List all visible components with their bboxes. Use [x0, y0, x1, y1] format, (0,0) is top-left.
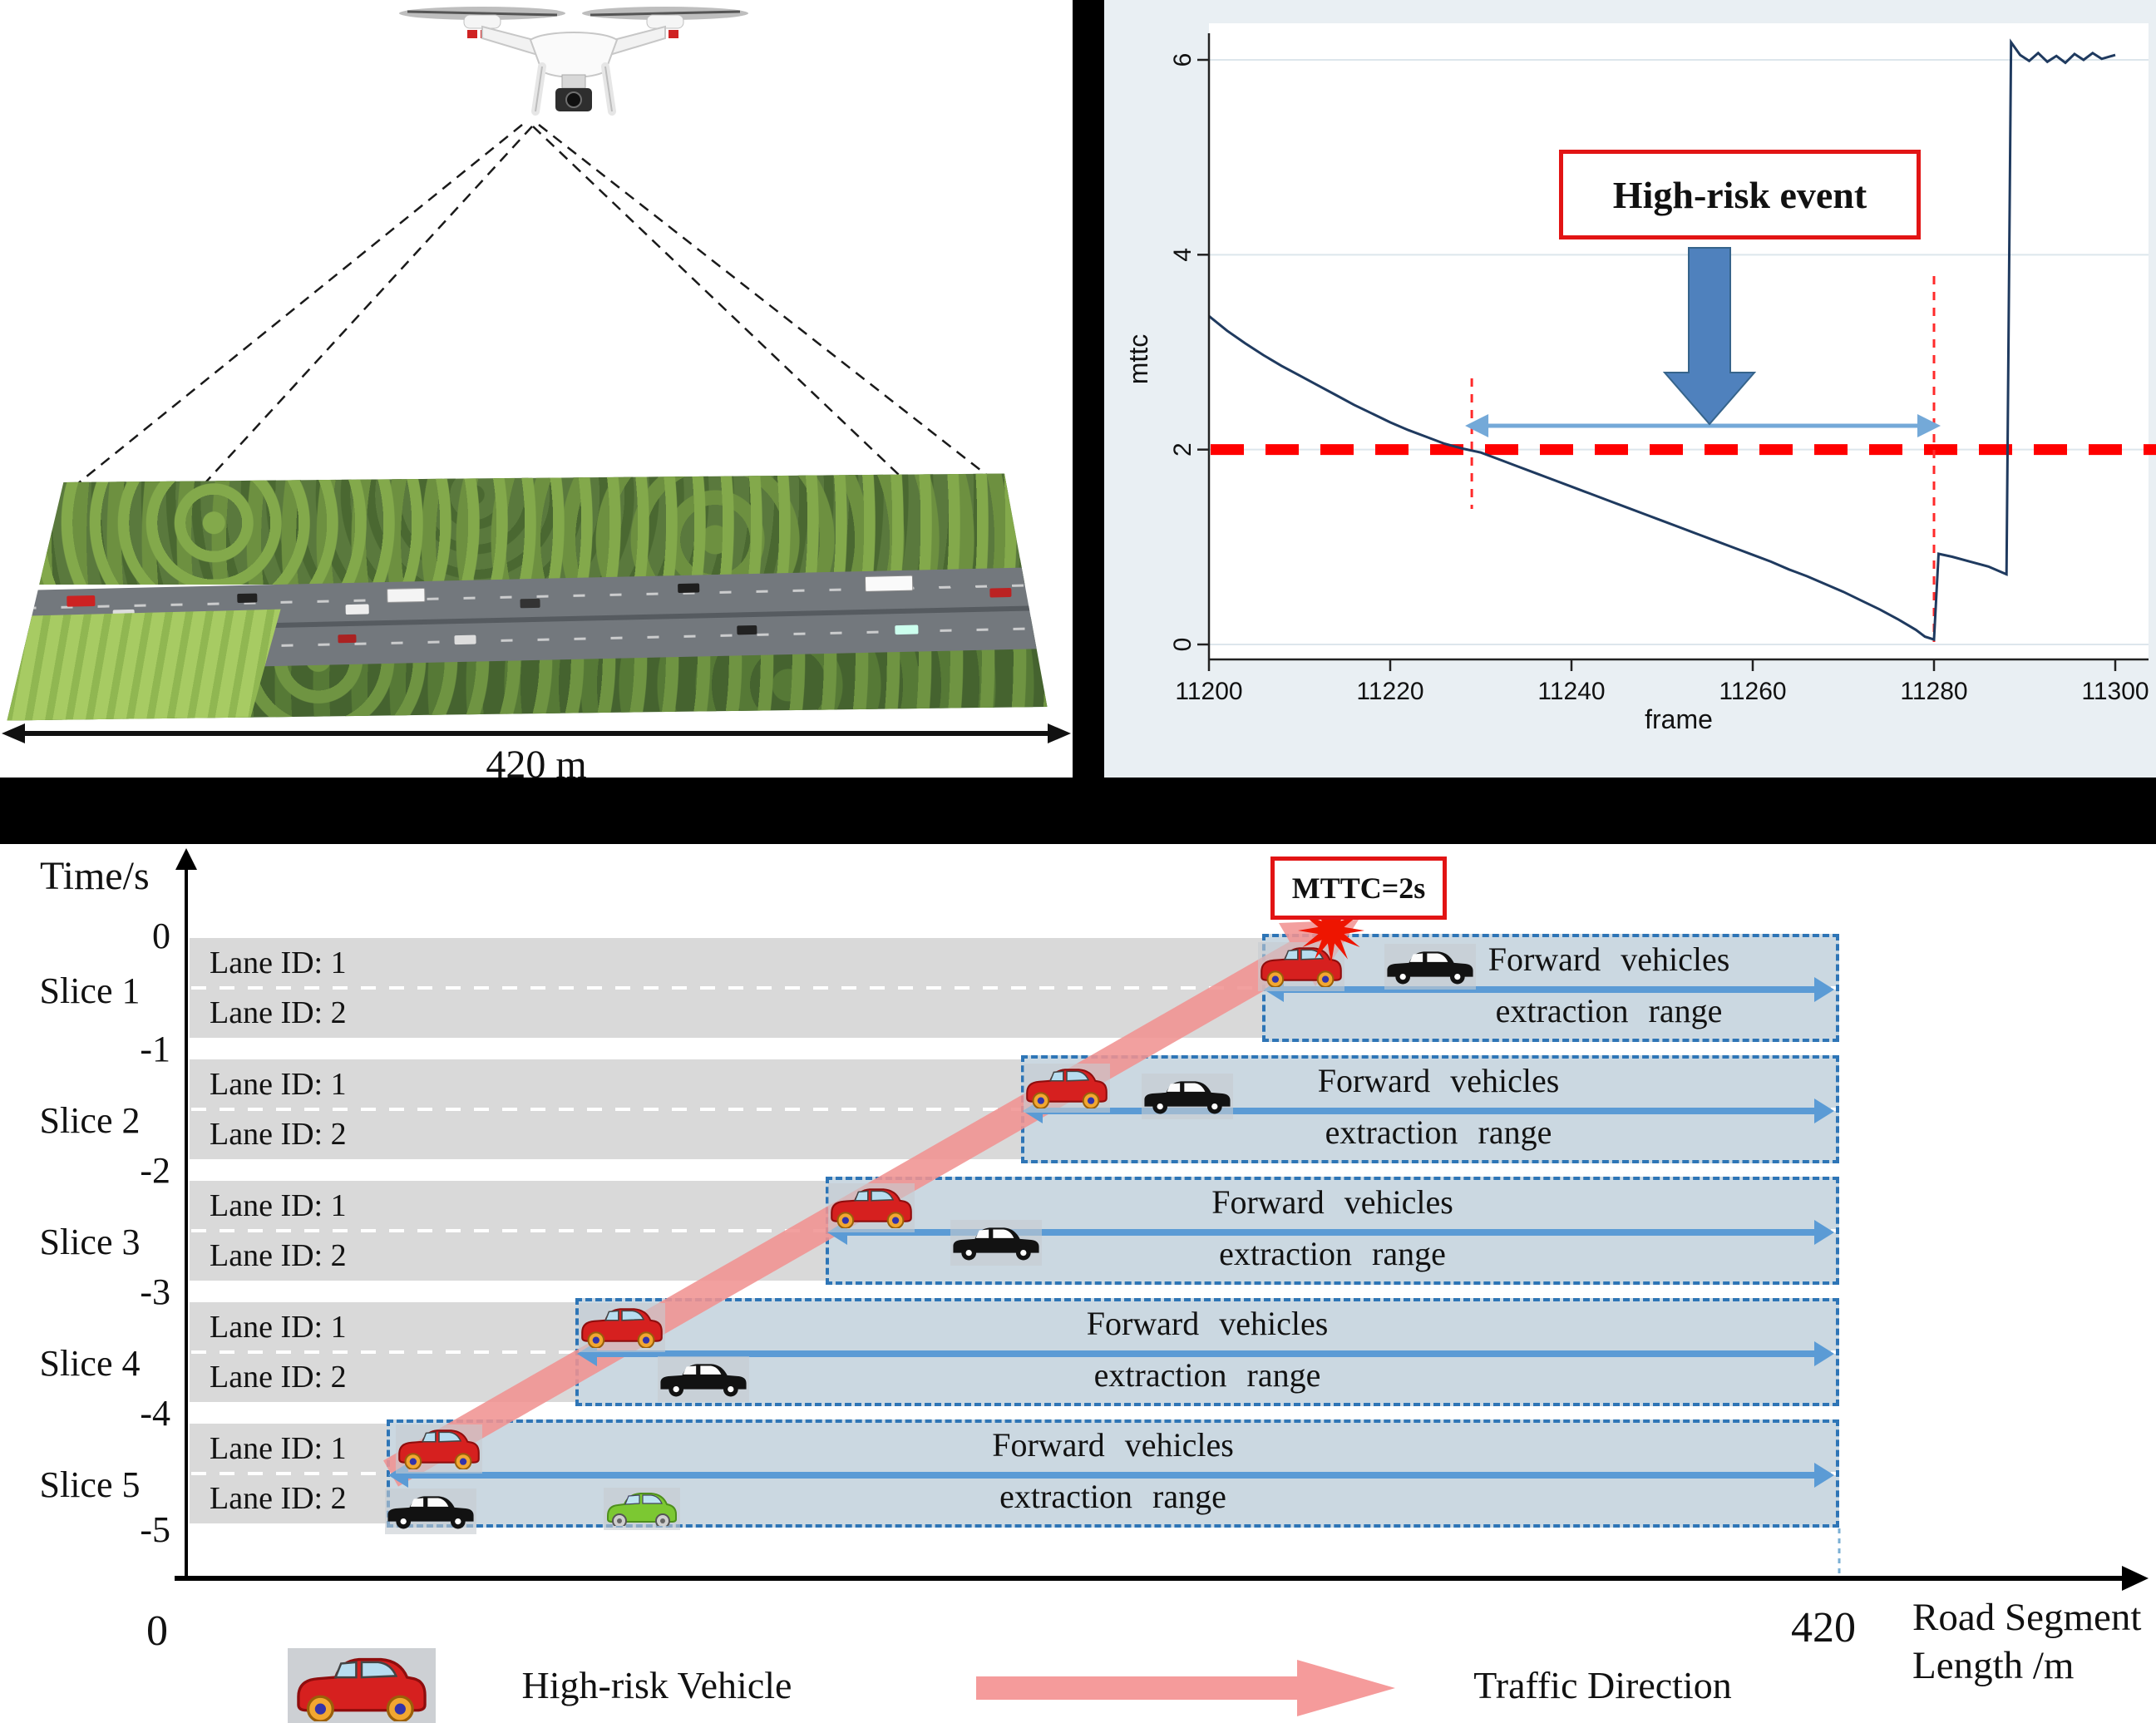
extraction-range-text-line1: Forward vehicles — [1211, 1183, 1453, 1221]
trees-top — [7, 473, 1048, 585]
time-tick-label: -4 — [140, 1393, 170, 1434]
legend-high-risk-label: High-risk Vehicle — [521, 1664, 792, 1706]
drone-fov-dashed-lines — [72, 124, 997, 510]
legend-high-risk-car-icon — [288, 1648, 436, 1723]
lane-1-label: Lane ID: 1 — [210, 1431, 347, 1466]
forward-car-icon — [1384, 944, 1476, 990]
lane-1-label: Lane ID: 1 — [210, 1188, 347, 1223]
other-car-icon — [604, 1488, 680, 1530]
svg-text:6: 6 — [1169, 53, 1196, 67]
slice-label: Slice 1 — [39, 970, 141, 1011]
lane-2-label: Lane ID: 2 — [210, 1360, 347, 1395]
aerial-highway-image — [7, 473, 1048, 721]
mttc-chart-panel: 0 2 4 6 11200 11220 11240 11260 11280 11300 frame m… — [1104, 0, 2156, 778]
legend-traffic-label: Traffic Direction — [1473, 1664, 1732, 1706]
svg-text:11300: 11300 — [2081, 678, 2149, 705]
time-tick-label: -1 — [140, 1029, 170, 1069]
svg-text:11280: 11280 — [1900, 678, 1967, 705]
lane-2-label: Lane ID: 2 — [210, 995, 347, 1030]
high-risk-car-icon — [396, 1424, 482, 1474]
time-tick-label: -5 — [140, 1509, 170, 1550]
high-risk-car-icon — [579, 1303, 665, 1352]
forward-car-icon — [950, 1220, 1042, 1266]
high-risk-event-label: High-risk event — [1559, 150, 1921, 239]
svg-text:4: 4 — [1169, 248, 1196, 262]
extraction-range-text-line1: Forward vehicles — [1487, 940, 1730, 978]
scale-420m-label: 420 m — [486, 743, 587, 787]
x-end-label: 420 — [1791, 1604, 1856, 1651]
extraction-range-text-line2: extraction range — [1495, 992, 1723, 1029]
panel-divider-horizontal — [0, 778, 2156, 844]
panel-divider-vertical — [1073, 0, 1104, 778]
extraction-range-text-line2: extraction range — [1093, 1356, 1321, 1394]
extraction-range-text-line1: Forward vehicles — [992, 1426, 1234, 1464]
lane-2-label: Lane ID: 2 — [210, 1117, 347, 1152]
lane-2-label: Lane ID: 2 — [210, 1481, 347, 1516]
high-risk-event-text: High-risk event — [1612, 173, 1867, 216]
svg-text:11200: 11200 — [1175, 678, 1242, 705]
drone-icon — [399, 7, 748, 116]
slice-label: Slice 3 — [39, 1222, 141, 1262]
forward-car-icon — [658, 1356, 749, 1402]
road-segment-label-line2: Length /m — [1912, 1644, 2075, 1687]
lane-2-label: Lane ID: 2 — [210, 1238, 347, 1273]
svg-text:frame: frame — [1645, 704, 1713, 734]
forward-car-icon — [1142, 1074, 1233, 1119]
high-risk-car-icon — [828, 1183, 915, 1232]
slice-label: Slice 5 — [39, 1464, 141, 1505]
svg-text:11260: 11260 — [1719, 678, 1786, 705]
slice-label: Slice 4 — [39, 1343, 141, 1384]
svg-text:mttc: mttc — [1123, 334, 1153, 384]
svg-text:11240: 11240 — [1537, 678, 1605, 705]
field-patch — [7, 609, 281, 721]
lane-1-label: Lane ID: 1 — [210, 1310, 347, 1345]
svg-text:0: 0 — [1169, 638, 1196, 652]
mttc-2s-annotation: MTTC=2s — [1270, 857, 1447, 920]
high-risk-car-icon — [1024, 1064, 1110, 1113]
slice-label: Slice 2 — [39, 1100, 141, 1141]
extraction-range-text-line1: Forward vehicles — [1317, 1062, 1560, 1099]
mttc-chart: 0 2 4 6 11200 11220 11240 11260 11280 11300 frame m… — [1123, 23, 2156, 734]
svg-text:11220: 11220 — [1356, 678, 1423, 705]
lane-1-label: Lane ID: 1 — [210, 1067, 347, 1102]
extraction-range-text-line2: extraction range — [1325, 1113, 1552, 1151]
svg-text:2: 2 — [1169, 442, 1196, 457]
origin-label: 0 — [146, 1607, 168, 1655]
time-tick-label: 0 — [152, 916, 170, 956]
lane-1-label: Lane ID: 1 — [210, 945, 347, 980]
road-segment-label-line1: Road Segment — [1912, 1596, 2142, 1639]
mttc-2s-text: MTTC=2s — [1291, 871, 1426, 905]
time-tick-label: -3 — [140, 1271, 170, 1312]
time-tick-label: -2 — [140, 1150, 170, 1191]
traffic-direction-arrow — [976, 1660, 1395, 1716]
time-axis-label: Time/s — [40, 854, 150, 898]
forward-car-icon — [385, 1488, 476, 1534]
extraction-range-text-line1: Forward vehicles — [1086, 1305, 1329, 1342]
